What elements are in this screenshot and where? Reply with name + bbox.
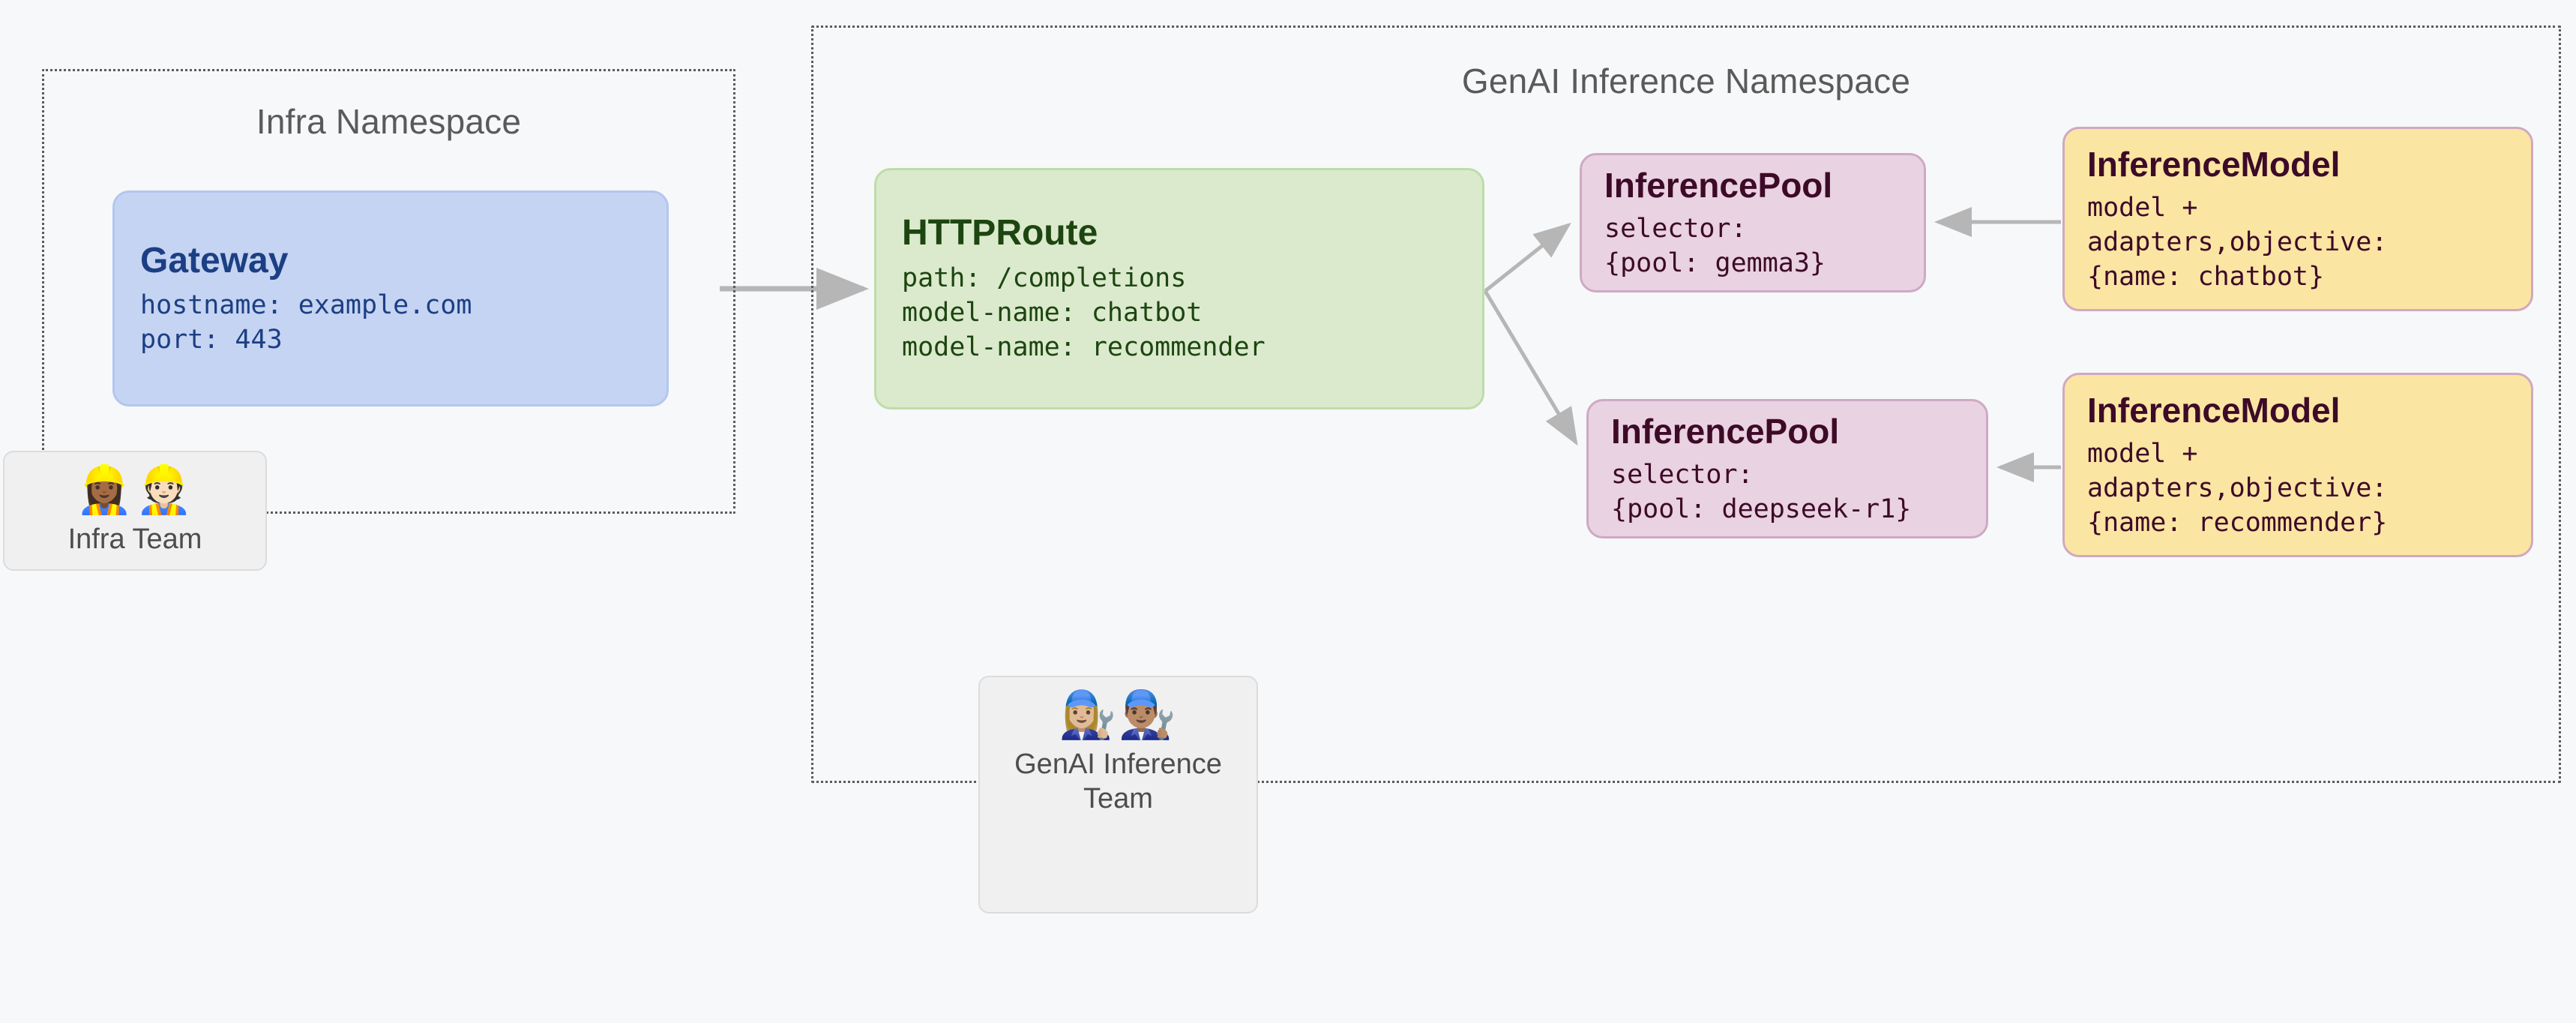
inferencemodel-chatbot-title: InferenceModel [2087,144,2341,184]
inferencemodel-recommender-line-1: model + [2087,438,2198,469]
inferencepool-deepseek-r1-selector-label: selector: [1611,459,1754,490]
gateway-hostname: hostname: example.com [140,290,472,321]
gateway-node[interactable]: Gateway hostname: example.com port: 443 [112,190,669,406]
infra-team-label: Infra Team [67,524,202,556]
inferencemodel-chatbot-node[interactable]: InferenceModel model + adapters,objectiv… [2062,127,2533,311]
infra-namespace-title: Infra Namespace [256,102,522,141]
inferencepool-deepseek-r1-node[interactable]: InferencePool selector: {pool: deepseek-… [1586,399,1988,538]
genai-inference-namespace-title: GenAI Inference Namespace [1461,62,1911,100]
inferencemodel-recommender-line-3: {name: recommender} [2087,508,2388,538]
httproute-title: HTTPRoute [902,213,1098,254]
infra-team-chip[interactable]: 👷🏾‍♀️👷🏻 Infra Team [3,451,267,571]
httproute-model-name-recommender: model-name: recommender [902,332,1266,363]
mechanics-icon: 👩🏼‍🔧👨🏽‍🔧 [1059,689,1178,741]
inferencemodel-chatbot-line-1: model + [2087,192,2198,223]
inferencepool-gemma3-selector-value: {pool: gemma3} [1604,248,1826,279]
inferencemodel-recommender-line-2: adapters,objective: [2087,473,2388,504]
genai-inference-team-label: GenAI Inference Team [1014,748,1222,815]
gateway-title: Gateway [140,240,289,280]
httproute-path: path: /completions [902,263,1187,294]
httproute-node[interactable]: HTTPRoute path: /completions model-name:… [874,168,1484,410]
inferencemodel-recommender-title: InferenceModel [2087,390,2341,430]
inferencepool-deepseek-r1-title: InferencePool [1611,411,1840,451]
genai-inference-namespace-boundary: GenAI Inference Namespace [811,26,2561,783]
inferencemodel-chatbot-line-3: {name: chatbot} [2087,262,2325,292]
genai-inference-team-chip[interactable]: 👩🏼‍🔧👨🏽‍🔧 GenAI Inference Team [978,676,1258,914]
httproute-model-name-chatbot: model-name: chatbot [902,298,1203,328]
inferencemodel-recommender-node[interactable]: InferenceModel model + adapters,objectiv… [2062,373,2533,557]
gateway-port: port: 443 [140,325,283,356]
infra-namespace-boundary: Infra Namespace [42,69,735,514]
inferencepool-gemma3-title: InferencePool [1604,165,1833,205]
inferencepool-deepseek-r1-selector-value: {pool: deepseek-r1} [1611,494,1912,525]
inferencepool-gemma3-node[interactable]: InferencePool selector: {pool: gemma3} [1580,153,1926,292]
inferencepool-gemma3-selector-label: selector: [1604,213,1747,244]
inferencemodel-chatbot-line-2: adapters,objective: [2087,227,2388,258]
construction-workers-icon: 👷🏾‍♀️👷🏻 [75,464,195,516]
